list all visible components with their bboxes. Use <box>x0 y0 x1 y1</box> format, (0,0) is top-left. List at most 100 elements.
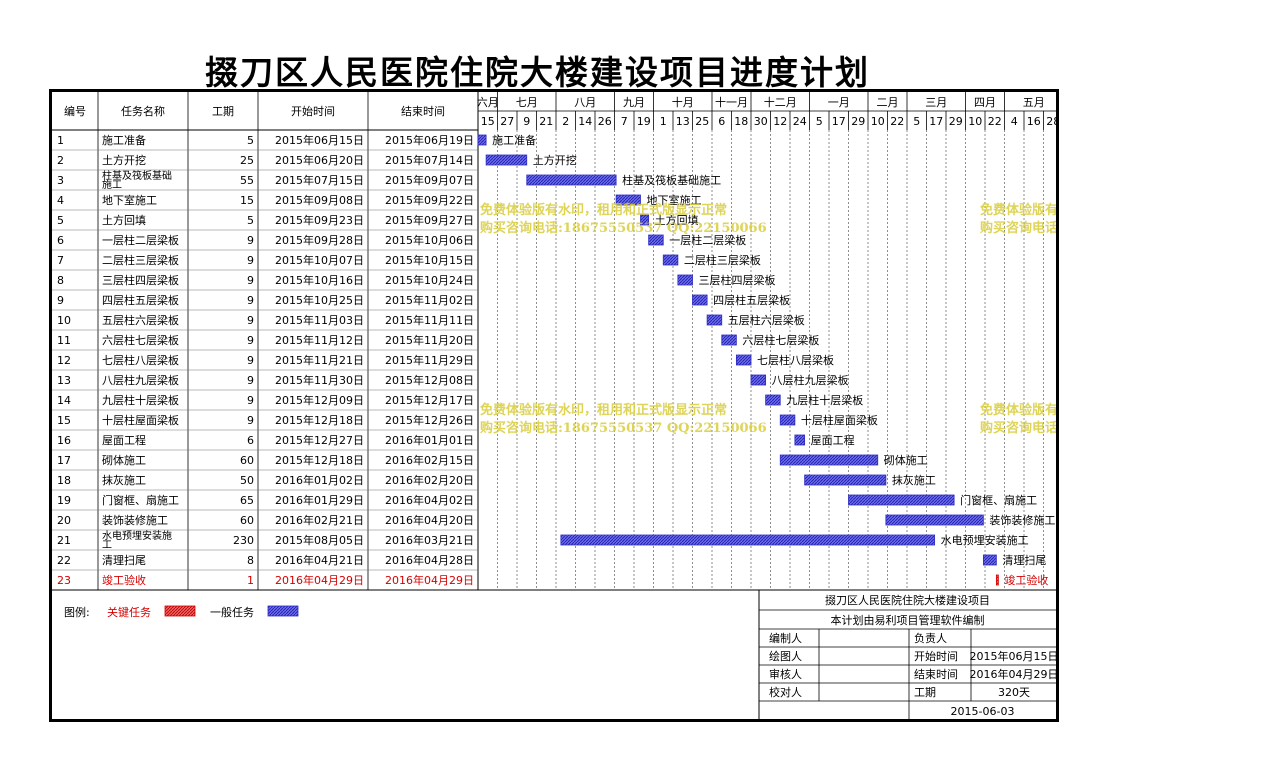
cell-name: 竣工验收 <box>102 573 146 587</box>
week-label: 16 <box>1027 115 1041 128</box>
cell-duration: 60 <box>240 514 254 527</box>
cell-name: 砌体施工 <box>102 453 146 467</box>
cell-name: 一层柱二层梁板 <box>102 233 179 247</box>
watermark-line: 免费体验版有水印，租用和正式版显示正常 <box>480 402 727 418</box>
task-bar <box>526 174 617 186</box>
cell-duration: 9 <box>247 354 254 367</box>
cell-end: 2015年10月06日 <box>385 233 474 247</box>
cell-end: 2015年11月29日 <box>385 353 474 367</box>
cell-duration: 9 <box>247 394 254 407</box>
legend: 图例:关键任务一般任务 <box>64 605 299 619</box>
month-label: 三月 <box>925 96 947 109</box>
cell-end: 2015年09月27日 <box>385 213 474 227</box>
week-label: 13 <box>676 115 690 128</box>
bar-label: 土方回填 <box>655 213 699 227</box>
cell-end: 2015年12月17日 <box>385 393 474 407</box>
cell-end: 2015年10月15日 <box>385 253 474 267</box>
info-label: 校对人 <box>769 685 802 699</box>
cell-name: 地下室施工 <box>102 193 157 207</box>
task-bar <box>648 234 664 246</box>
cell-id: 19 <box>57 494 71 507</box>
task-bar <box>735 354 752 366</box>
bar-label: 抹灰施工 <box>892 473 936 487</box>
week-label: 6 <box>718 115 725 128</box>
bar-label: 土方开挖 <box>533 153 577 167</box>
cell-end: 2015年09月22日 <box>385 193 474 207</box>
task-bar <box>750 374 767 386</box>
watermark-line: 购买咨询电话:18675550537 QQ:22150066 <box>980 220 1056 236</box>
cell-id: 20 <box>57 514 71 527</box>
task-bars: 施工准备土方开挖柱基及筏板基础施工地下室施工土方回填一层柱二层梁板二层柱三层梁板… <box>477 133 1055 587</box>
cell-name: 清理扫尾 <box>102 554 146 567</box>
week-label: 26 <box>598 115 612 128</box>
cell-start: 2015年09月23日 <box>275 213 364 227</box>
week-label: 21 <box>539 115 553 128</box>
cell-id: 2 <box>57 154 64 167</box>
cell-duration: 50 <box>240 474 254 487</box>
cell-name: 工 <box>102 540 112 551</box>
cell-end: 2015年12月26日 <box>385 413 474 427</box>
cell-start: 2016年02月21日 <box>275 513 364 527</box>
cell-start: 2015年12月18日 <box>275 413 364 427</box>
cell-end: 2016年02月20日 <box>385 473 474 487</box>
cell-end: 2015年06月19日 <box>385 133 474 147</box>
cell-id: 21 <box>57 534 71 547</box>
legend-label: 图例: <box>64 605 90 619</box>
cell-name: 施工准备 <box>102 133 146 147</box>
month-label: 八月 <box>574 96 596 109</box>
info-value: 320天 <box>998 686 1030 699</box>
bar-label: 清理扫尾 <box>1002 554 1046 567</box>
task-bar <box>477 134 487 146</box>
cell-end: 2016年04月02日 <box>385 493 474 507</box>
cell-name: 六层柱七层梁板 <box>102 333 179 347</box>
task-bar <box>794 434 806 446</box>
cell-duration: 6 <box>247 434 254 447</box>
week-label: 19 <box>637 115 651 128</box>
column-header: 任务名称 <box>121 104 165 118</box>
cell-duration: 60 <box>240 454 254 467</box>
info-label: 审核人 <box>769 667 802 681</box>
task-bar <box>765 394 781 406</box>
task-bar <box>692 294 708 306</box>
watermark-line: 免费体验版有水印，租用和正式版显示正常 <box>980 402 1056 418</box>
cell-duration: 25 <box>240 154 254 167</box>
cell-id: 8 <box>57 274 64 287</box>
cell-end: 2016年04月28日 <box>385 553 474 567</box>
week-label: 9 <box>523 115 530 128</box>
cell-name: 装饰装修施工 <box>102 513 168 527</box>
month-label: 四月 <box>974 96 996 109</box>
cell-id: 12 <box>57 354 71 367</box>
month-label: 五月 <box>1023 96 1045 109</box>
info-project: 掇刀区人民医院住院大楼建设项目 <box>825 593 990 607</box>
cell-name: 屋面工程 <box>102 434 146 447</box>
column-header: 开始时间 <box>291 104 335 118</box>
task-bar <box>721 334 737 346</box>
bar-label: 水电预埋安装施工 <box>941 533 1029 547</box>
cell-duration: 5 <box>247 134 254 147</box>
cell-end: 2015年11月02日 <box>385 293 474 307</box>
task-bar <box>615 194 641 206</box>
week-label: 24 <box>793 115 807 128</box>
week-label: 15 <box>481 115 495 128</box>
month-label: 十月 <box>672 95 694 109</box>
week-label: 12 <box>773 115 787 128</box>
cell-start: 2015年11月30日 <box>275 373 364 387</box>
cell-start: 2015年10月25日 <box>275 293 364 307</box>
cell-duration: 65 <box>240 494 254 507</box>
cell-id: 5 <box>57 214 64 227</box>
cell-duration: 1 <box>247 574 254 587</box>
task-bar <box>848 494 955 506</box>
month-label: 九月 <box>623 96 645 109</box>
task-bar <box>804 474 887 486</box>
cell-name: 土方开挖 <box>102 153 146 167</box>
info-label: 编制人 <box>769 631 802 645</box>
bar-label: 二层柱三层梁板 <box>684 253 761 267</box>
cell-start: 2015年06月20日 <box>275 153 364 167</box>
legend-critical-swatch <box>164 605 196 617</box>
cell-name: 抹灰施工 <box>102 473 146 487</box>
task-bar <box>662 254 679 266</box>
task-bar <box>779 454 879 466</box>
week-label: 18 <box>734 115 748 128</box>
week-label: 4 <box>1011 115 1018 128</box>
